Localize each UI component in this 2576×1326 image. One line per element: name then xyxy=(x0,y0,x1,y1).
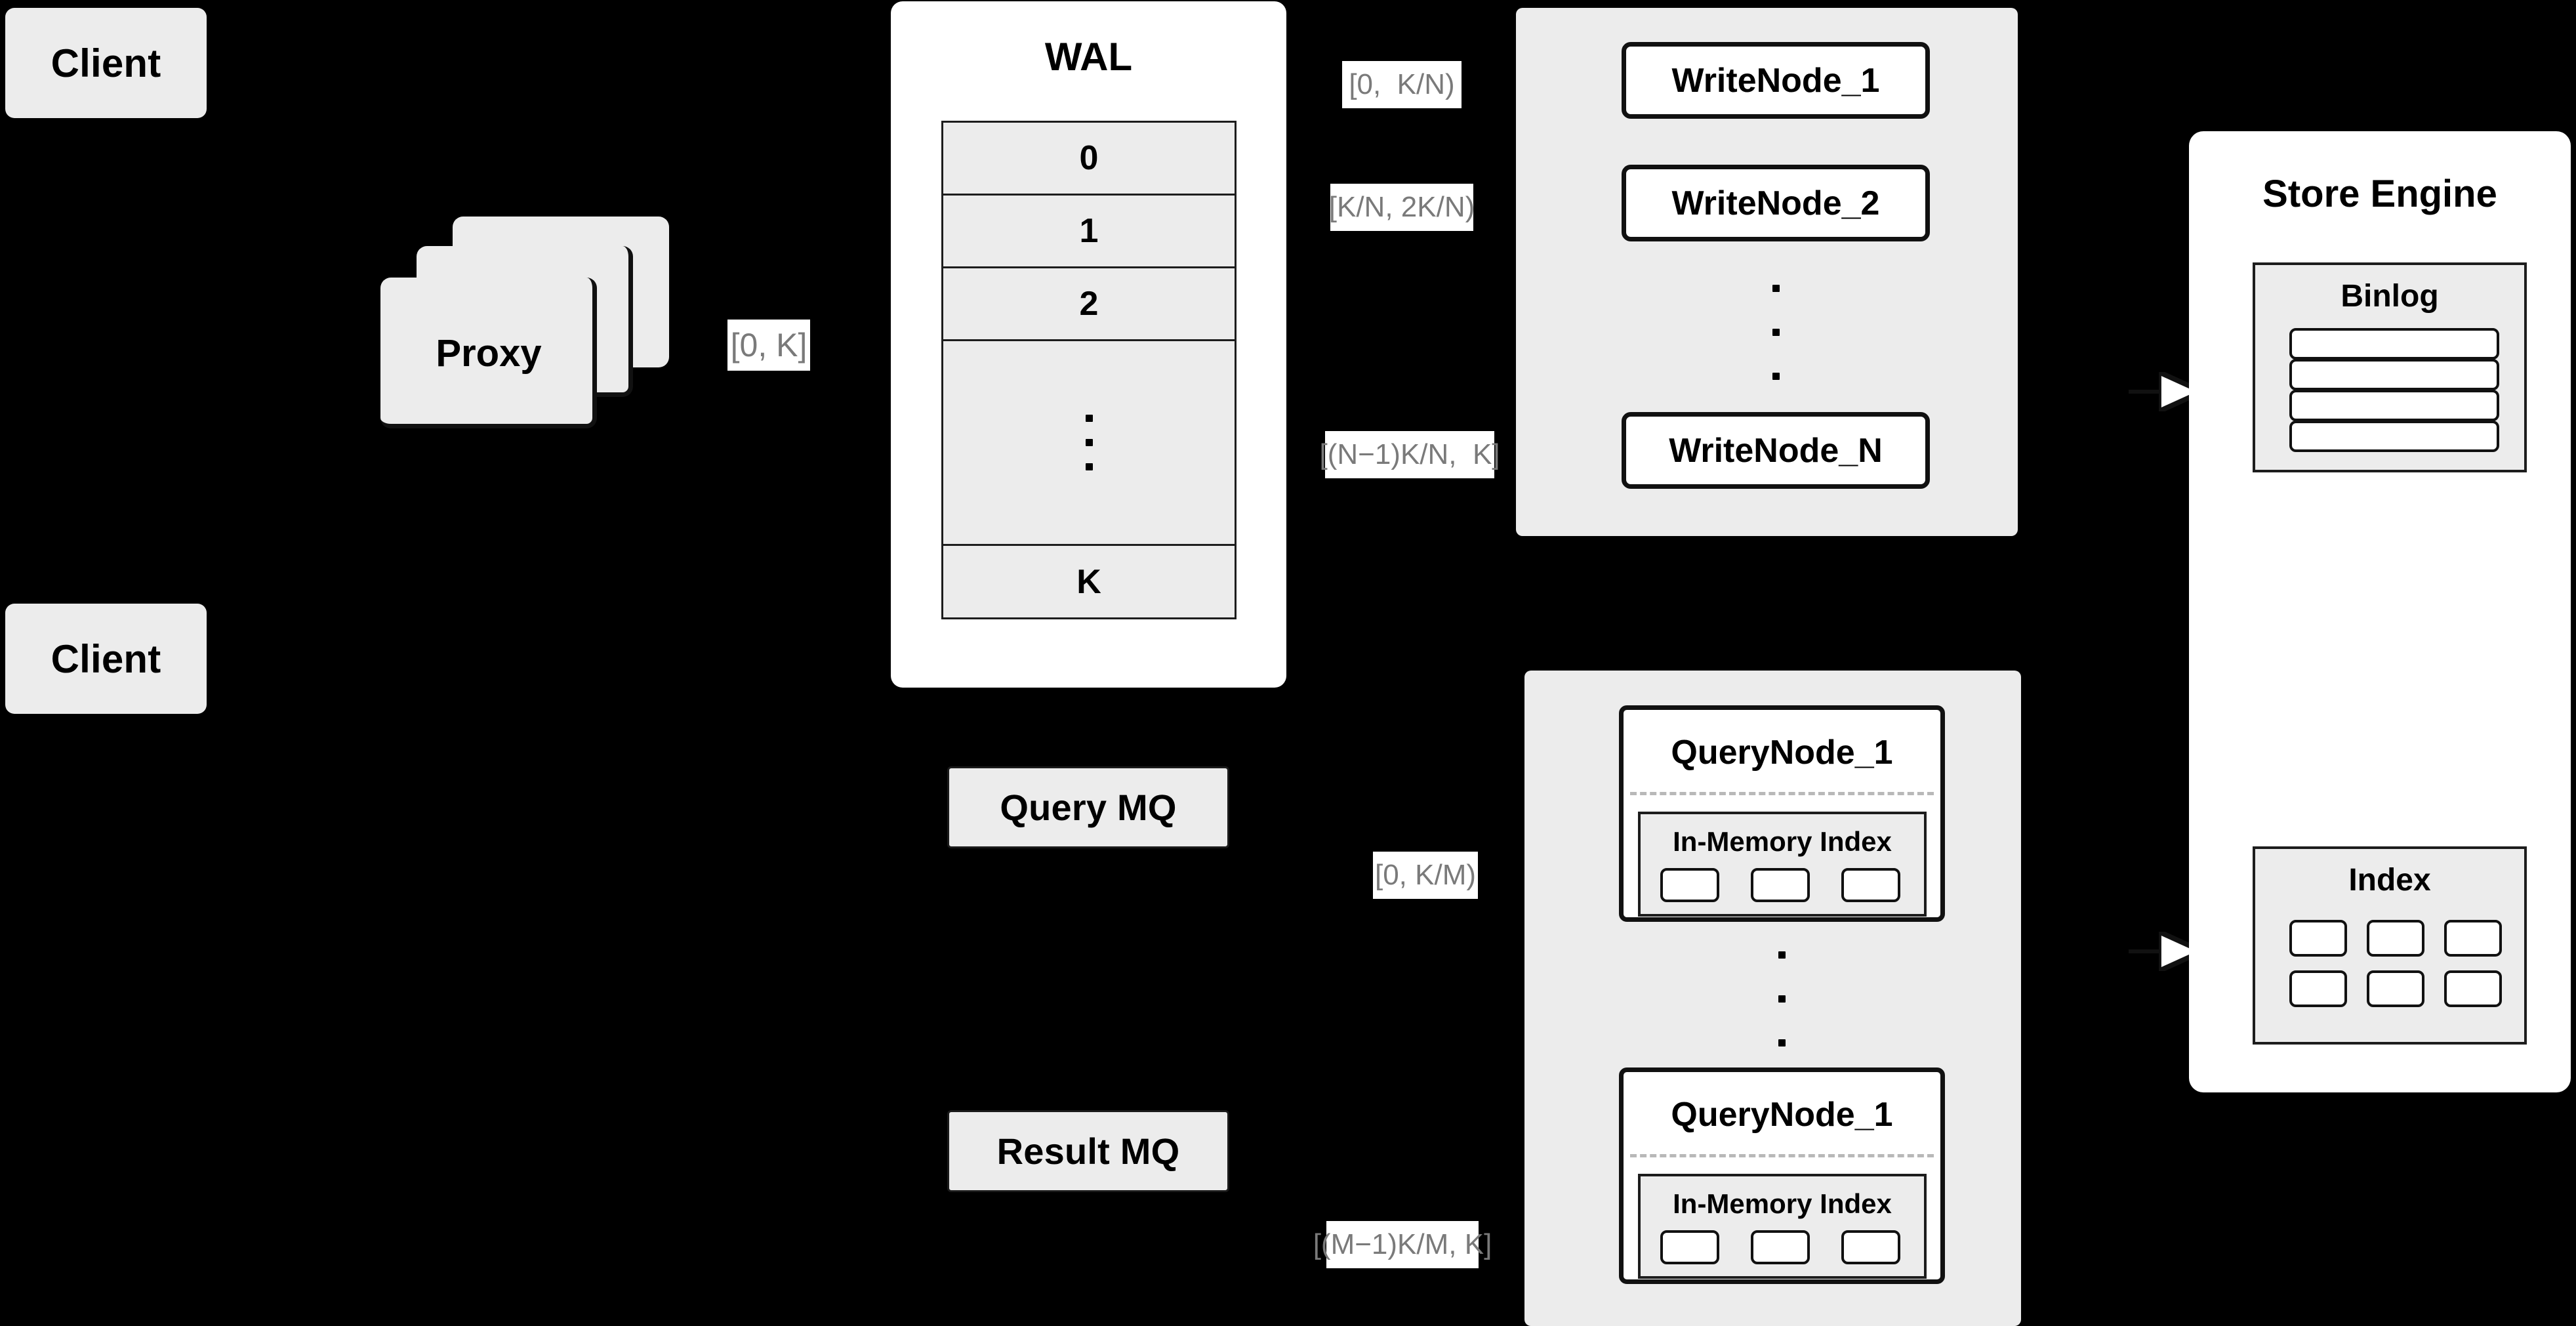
binlog-row xyxy=(2289,421,2499,452)
proxy-stack[interactable]: Proxy xyxy=(380,217,669,428)
wal-ellipsis-dot xyxy=(1085,463,1093,471)
write-node-n-range-text: [(N−1)K/N, K] xyxy=(1319,438,1500,470)
write-node-n-range: [(N−1)K/N, K] xyxy=(1319,431,1500,478)
write-ellipsis-dot xyxy=(1772,373,1780,380)
client-node-top[interactable]: Client xyxy=(5,8,207,118)
write-node-2[interactable]: WriteNode_2 xyxy=(1622,165,1930,241)
query-mq-label: Query MQ xyxy=(1000,787,1177,828)
wal-ellipsis-dot xyxy=(1085,439,1093,447)
query-node-1-inmemory-index: In-Memory Index xyxy=(1638,812,1927,917)
index-chip xyxy=(2444,970,2502,1007)
query-node-m-inmemory-index: In-Memory Index xyxy=(1638,1174,1927,1279)
write-node-1[interactable]: WriteNode_1 xyxy=(1622,42,1930,119)
index-title: Index xyxy=(2348,863,2431,898)
query-ellipsis-dot xyxy=(1778,951,1786,959)
inmemory-chip xyxy=(1841,868,1900,902)
write-node-n-label: WriteNode_N xyxy=(1669,431,1883,470)
result-mq-label: Result MQ xyxy=(996,1130,1180,1172)
result-mq-node[interactable]: Result MQ xyxy=(947,1110,1229,1192)
inmemory-chip xyxy=(1841,1230,1900,1264)
binlog-row xyxy=(2289,359,2499,390)
wal-row-k-label: K xyxy=(1076,562,1101,601)
wal-title: WAL xyxy=(1044,35,1133,79)
wal-row-0: 0 xyxy=(943,123,1235,196)
index-chip xyxy=(2289,970,2347,1007)
query-node-1-divider xyxy=(1630,792,1934,795)
write-cluster-ellipsis xyxy=(1769,285,1782,380)
write-node-2-range-text: [K/N, 2K/N) xyxy=(1328,191,1475,223)
inmemory-chip xyxy=(1751,1230,1810,1264)
query-ellipsis-dot xyxy=(1778,995,1786,1003)
store-engine-panel: Store Engine Binlog Index xyxy=(2189,131,2571,1092)
binlog-panel: Binlog xyxy=(2253,262,2527,472)
query-node-1-range: [0, K/M) xyxy=(1373,852,1478,899)
write-ellipsis-dot xyxy=(1772,329,1780,336)
query-node-m-inmemory-title: In-Memory Index xyxy=(1673,1188,1892,1219)
query-node-m-range-text: [(M−1)K/M, K] xyxy=(1313,1228,1492,1260)
wal-row-1-label: 1 xyxy=(1079,212,1099,251)
query-mq-node[interactable]: Query MQ xyxy=(947,766,1229,848)
write-node-2-label: WriteNode_2 xyxy=(1671,184,1880,222)
wal-row-0-label: 0 xyxy=(1079,139,1099,178)
binlog-row xyxy=(2289,328,2499,360)
write-node-n[interactable]: WriteNode_N xyxy=(1622,412,1930,489)
store-engine-title: Store Engine xyxy=(2262,173,2497,215)
wal-row-2: 2 xyxy=(943,268,1235,342)
query-node-m-title: QueryNode_1 xyxy=(1671,1096,1893,1134)
query-node-m[interactable]: QueryNode_1 In-Memory Index xyxy=(1619,1067,1945,1284)
query-cluster-ellipsis xyxy=(1775,951,1788,1046)
wal-row-1: 1 xyxy=(943,196,1235,269)
index-chip xyxy=(2289,920,2347,957)
wal-panel: WAL 0 1 2 K xyxy=(891,1,1286,688)
query-node-1[interactable]: QueryNode_1 In-Memory Index xyxy=(1619,705,1945,922)
index-panel: Index xyxy=(2253,846,2527,1045)
query-node-1-inmemory-title: In-Memory Index xyxy=(1673,826,1892,857)
index-chip xyxy=(2367,970,2424,1007)
inmemory-chip xyxy=(1660,868,1719,902)
proxy-range-text: [0, K] xyxy=(730,327,808,363)
wal-row-k: K xyxy=(943,545,1235,618)
wal-ellipsis-dot xyxy=(1085,415,1093,423)
wal-row-2-label: 2 xyxy=(1079,285,1099,323)
write-node-1-range: [0, K/N) xyxy=(1342,61,1462,108)
write-node-cluster: WriteNode_1 WriteNode_2 WriteNode_N xyxy=(1516,8,2018,536)
proxy-card-front xyxy=(380,278,597,428)
inmemory-chip xyxy=(1751,868,1810,902)
write-node-1-range-text: [0, K/N) xyxy=(1349,68,1455,100)
client-top-label: Client xyxy=(51,41,161,85)
proxy-range-label: [0, K] xyxy=(727,320,810,371)
write-ellipsis-dot xyxy=(1772,285,1780,292)
wal-table: 0 1 2 K xyxy=(941,121,1237,619)
query-node-m-divider xyxy=(1630,1154,1934,1157)
query-ellipsis-dot xyxy=(1778,1039,1786,1046)
binlog-row xyxy=(2289,390,2499,421)
index-chip xyxy=(2367,920,2424,957)
proxy-label: Proxy xyxy=(436,331,542,375)
query-node-1-title: QueryNode_1 xyxy=(1671,734,1893,772)
write-node-1-label: WriteNode_1 xyxy=(1671,61,1880,100)
wal-row-ellipsis xyxy=(943,341,1235,546)
index-chip xyxy=(2444,920,2502,957)
client-node-bottom[interactable]: Client xyxy=(5,604,207,714)
inmemory-chip xyxy=(1660,1230,1719,1264)
write-node-2-range: [K/N, 2K/N) xyxy=(1328,184,1475,231)
query-node-1-range-text: [0, K/M) xyxy=(1374,859,1477,891)
query-node-m-range: [(M−1)K/M, K] xyxy=(1313,1221,1492,1268)
binlog-title: Binlog xyxy=(2341,279,2439,314)
client-bottom-label: Client xyxy=(51,636,161,681)
query-node-cluster: QueryNode_1 In-Memory Index QueryNode_1 … xyxy=(1524,671,2021,1326)
